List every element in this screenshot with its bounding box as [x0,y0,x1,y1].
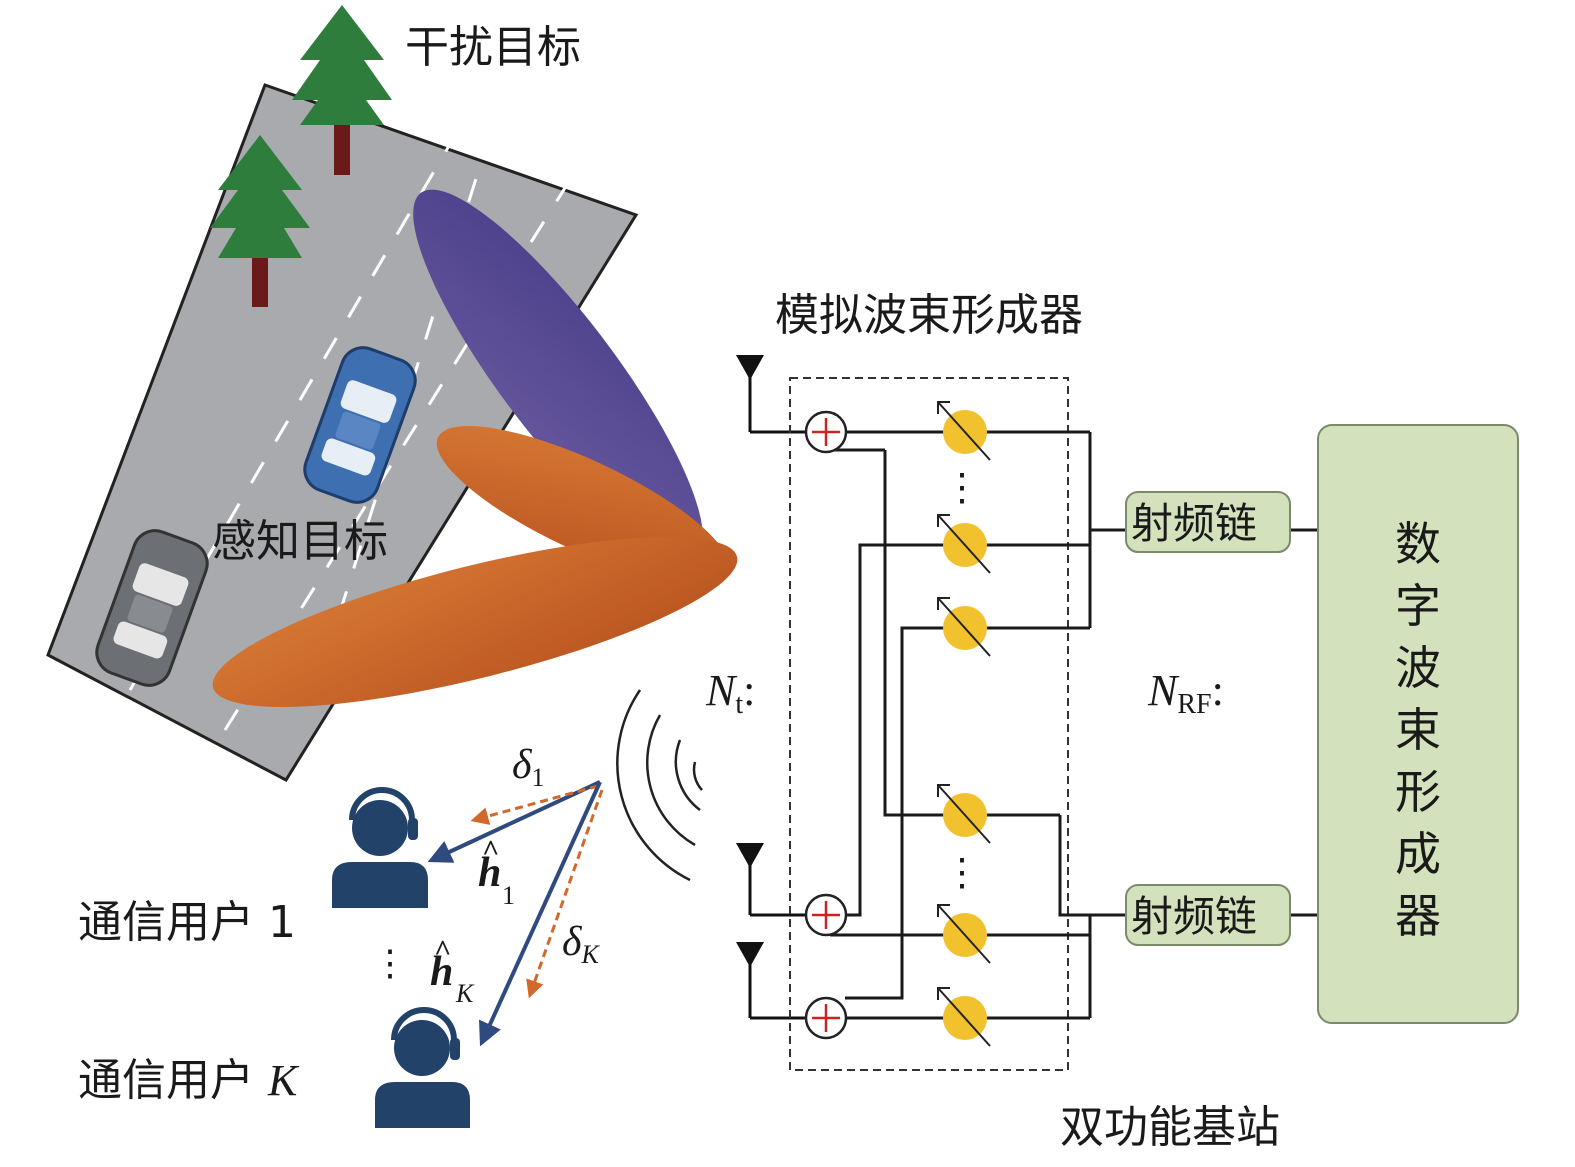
phase-shifter-icon [937,784,991,844]
antenna-icon [736,942,808,1020]
tree-icon [210,135,310,307]
comm-user-1-label: 通信用户 1 [78,897,296,948]
sensing-beam-purple [413,189,703,561]
phase-shifter-icon [937,597,991,657]
phase-shifter-icon [937,401,991,461]
user-icon [332,787,428,908]
svg-text:K: K [455,979,475,1008]
error-arrow-1 [470,784,599,825]
phase-shifter-icon [937,514,991,574]
svg-text:h: h [430,949,453,995]
rf-chain-label-top: 射频链 [1131,499,1257,548]
svg-text:^: ^ [434,934,451,967]
channel-arrow-1 [427,780,601,863]
delta-K-label: δK [562,919,601,969]
delta-1-label: δ1 [512,742,545,792]
rf-chain-box-top [1125,491,1291,553]
ellipsis-dots: ⋮ [943,465,981,509]
ellipsis-dots: ⋮ [943,850,981,894]
h-hat-K-label: h ^ K [430,934,475,1008]
analog-beamformer-box [789,377,1069,1071]
ellipsis-dots: ⋮ [372,943,408,984]
nrf-label: NRF: [1147,666,1224,720]
digital-beamformer-label: 数字波束形成器 [1395,517,1441,943]
phase-shifter-icon [937,987,991,1047]
channel-arrow-K [479,781,602,1047]
comm-user-K-label: 通信用户 K [78,1055,300,1106]
combiner-icon [804,996,848,1040]
rf-chain-label-bottom: 射频链 [1131,892,1257,941]
tree-icon [292,5,392,175]
svg-text:^: ^ [482,834,499,867]
svg-text:1: 1 [502,881,515,910]
rf-chain-box-bottom [1125,884,1291,946]
digital-beamformer-box [1317,424,1519,1024]
dual-function-bs-label: 双功能基站 [1060,1102,1280,1153]
svg-text:h: h [478,850,501,896]
signal-wave-icon [616,689,703,882]
phase-shifter-icon [937,904,991,964]
nt-label: Nt: [705,666,755,720]
analog-beamformer-label: 模拟波束形成器 [775,290,1083,341]
h-hat-1-label: h ^ 1 [478,834,515,910]
antenna-icon [736,843,808,917]
combiner-icon [804,410,848,454]
interference-target-label: 干扰目标 [405,22,581,73]
combiner-icon [804,893,848,937]
sensing-target-label: 感知目标 [212,516,388,567]
comm-beam-orange-lower [212,537,738,707]
car-icon [95,529,209,687]
analog-wiring [830,430,1318,1020]
antenna-icon [736,355,808,434]
user-icon [375,1007,470,1128]
error-arrow-K [526,789,604,999]
car-icon [303,346,417,504]
